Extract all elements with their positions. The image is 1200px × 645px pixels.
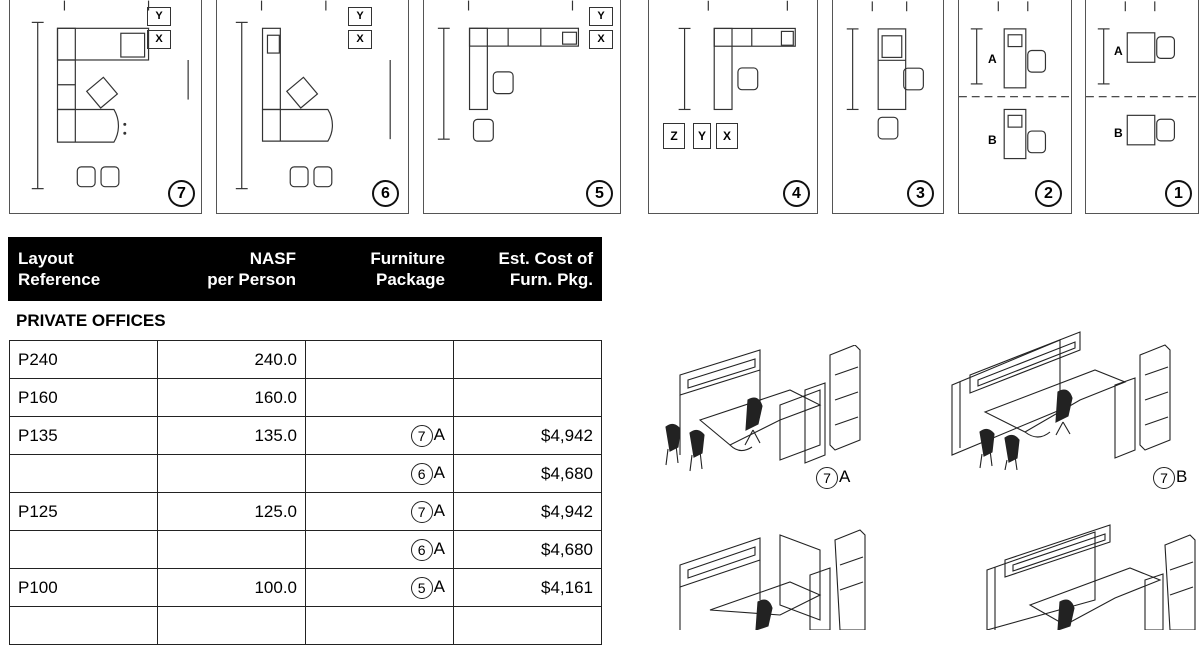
label-x: X	[348, 30, 372, 49]
layout-plan-5: Y X 5	[423, 0, 621, 214]
label-x: X	[589, 30, 613, 49]
cell-nasf: 125.0	[157, 492, 306, 531]
layout-plan-3: 3	[832, 0, 944, 214]
cell-nasf	[157, 606, 306, 645]
cell-nasf: 135.0	[157, 416, 306, 455]
cell-est-cost	[453, 340, 602, 379]
header-est-cost: Est. Cost of Furn. Pkg.	[498, 249, 593, 289]
table-header: Layout Reference NASF per Person Furnitu…	[8, 237, 602, 301]
layout-number: 3	[907, 180, 934, 207]
label-a: A	[1114, 44, 1123, 58]
cell-layout-reference: P160	[9, 378, 158, 417]
office-floor-plan-drawing	[1086, 1, 1198, 146]
label-z: Z	[663, 123, 685, 149]
layout-plan-4: Z Y X 4	[648, 0, 818, 214]
workstation-illustration-7a	[665, 345, 861, 472]
layout-number: 5	[586, 180, 613, 207]
label-a: A	[988, 52, 997, 66]
office-floor-plan-drawing	[235, 0, 391, 190]
cell-layout-reference: P100	[9, 568, 158, 607]
package-letter: A	[433, 576, 445, 596]
label-b: B	[988, 133, 997, 147]
layout-plan-2: A B 2	[958, 0, 1072, 214]
cell-nasf	[157, 454, 306, 493]
cell-est-cost: $4,680	[453, 454, 602, 493]
layout-plan-1: A B 1	[1085, 0, 1199, 214]
label-y: Y	[348, 7, 372, 26]
cell-nasf: 100.0	[157, 568, 306, 607]
cell-layout-reference	[9, 606, 158, 645]
workstation-illustration-bottom-left	[679, 529, 866, 630]
cell-layout-reference: P125	[9, 492, 158, 531]
cell-nasf	[157, 530, 306, 569]
cell-furniture-package	[305, 378, 454, 417]
office-floor-plan-drawing	[846, 1, 924, 140]
cell-est-cost: $4,161	[453, 568, 602, 607]
package-number-badge: 6	[410, 462, 433, 485]
cell-layout-reference	[9, 454, 158, 493]
office-floor-plan-drawing	[959, 1, 1071, 160]
cell-est-cost: $4,680	[453, 530, 602, 569]
cell-layout-reference: P135	[9, 416, 158, 455]
package-letter: A	[433, 462, 445, 482]
cell-nasf: 240.0	[157, 340, 306, 379]
label-y: Y	[693, 123, 711, 149]
cell-furniture-package	[305, 606, 454, 645]
package-number-badge: 6	[410, 538, 433, 561]
label-x: X	[147, 30, 171, 49]
package-number-badge: 7	[410, 424, 433, 447]
package-number-badge: 7	[410, 500, 433, 523]
package-number-badge: 5	[410, 576, 433, 599]
table-row	[9, 606, 602, 645]
workstation-illustration-7b	[951, 331, 1171, 470]
cell-est-cost: $4,942	[453, 492, 602, 531]
workstation-illustration-bottom-right	[986, 524, 1196, 630]
cell-est-cost	[453, 606, 602, 645]
cell-layout-reference	[9, 530, 158, 569]
layout-number: 6	[372, 180, 399, 207]
cell-furniture-package	[305, 340, 454, 379]
cell-est-cost	[453, 378, 602, 417]
package-letter: A	[433, 538, 445, 558]
layout-number: 7	[168, 180, 195, 207]
section-title: PRIVATE OFFICES	[16, 311, 166, 330]
cell-est-cost: $4,942	[453, 416, 602, 455]
layout-number: 4	[783, 180, 810, 207]
office-floor-plan-drawing	[31, 0, 189, 190]
header-nasf-per-person: NASF per Person	[207, 249, 296, 289]
header-layout-reference: Layout Reference	[18, 249, 101, 289]
office-floor-plan-drawing	[437, 0, 580, 142]
label-b: B	[1114, 126, 1123, 140]
layout-plan-6: Y X 6	[216, 0, 409, 214]
label-y: Y	[589, 7, 613, 26]
layout-number: 1	[1165, 180, 1192, 207]
package-letter: A	[433, 424, 445, 444]
header-furniture-package: Furniture Package	[370, 249, 445, 289]
cell-nasf: 160.0	[157, 378, 306, 417]
layout-plan-7: Y X 7	[9, 0, 202, 214]
label-y: Y	[147, 7, 171, 26]
package-letter: A	[433, 500, 445, 520]
layout-number: 2	[1035, 180, 1062, 207]
office-floor-plan-drawing	[678, 0, 796, 111]
cell-layout-reference: P240	[9, 340, 158, 379]
label-x: X	[716, 123, 738, 149]
